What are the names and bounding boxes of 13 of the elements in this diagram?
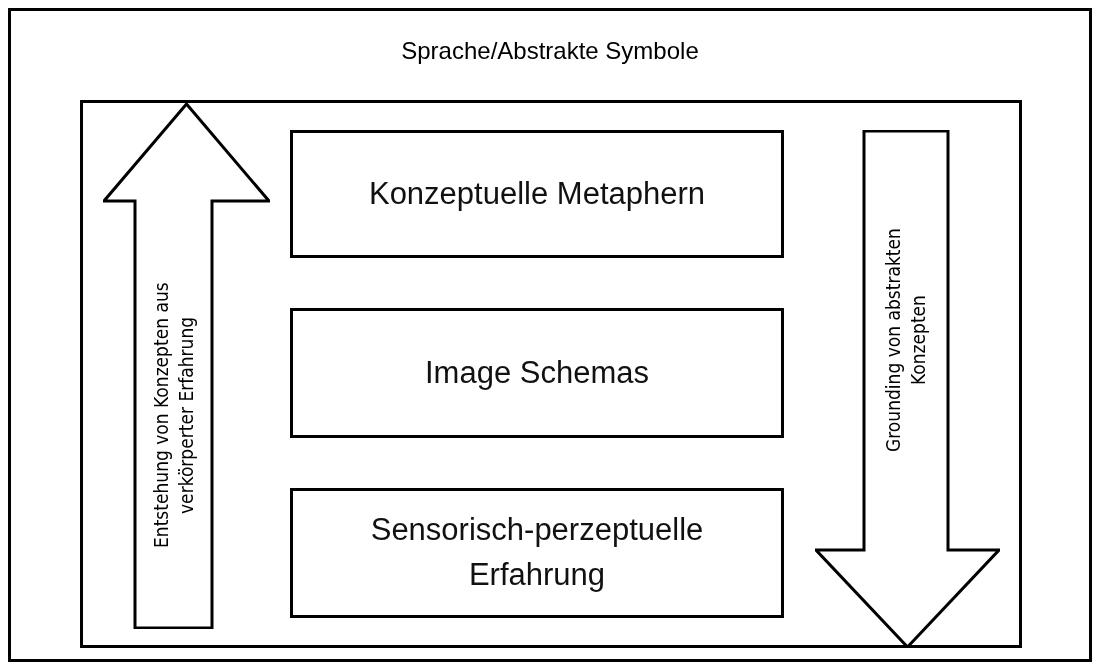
concept-box — [290, 488, 784, 618]
arrow-label: Grounding von abstrakten Konzepten — [881, 227, 930, 454]
outer-frame — [8, 8, 1092, 662]
down-arrow-shape — [815, 130, 1000, 648]
inner-frame — [80, 100, 1022, 648]
box-label: Sensorisch-perzeptuelle Erfahrung — [369, 511, 705, 594]
frame-title: Sprache/Abstrakte Symbole — [401, 37, 699, 65]
up-arrow-shape — [103, 103, 270, 629]
box-label: Image Schemas — [425, 353, 649, 392]
box-label: Konzeptuelle Metaphern — [368, 174, 706, 213]
arrow-label: Entstehung von Konzepten aus verkörperter Erfahrung — [148, 281, 198, 550]
concept-box — [290, 130, 784, 258]
concept-box — [290, 308, 784, 438]
